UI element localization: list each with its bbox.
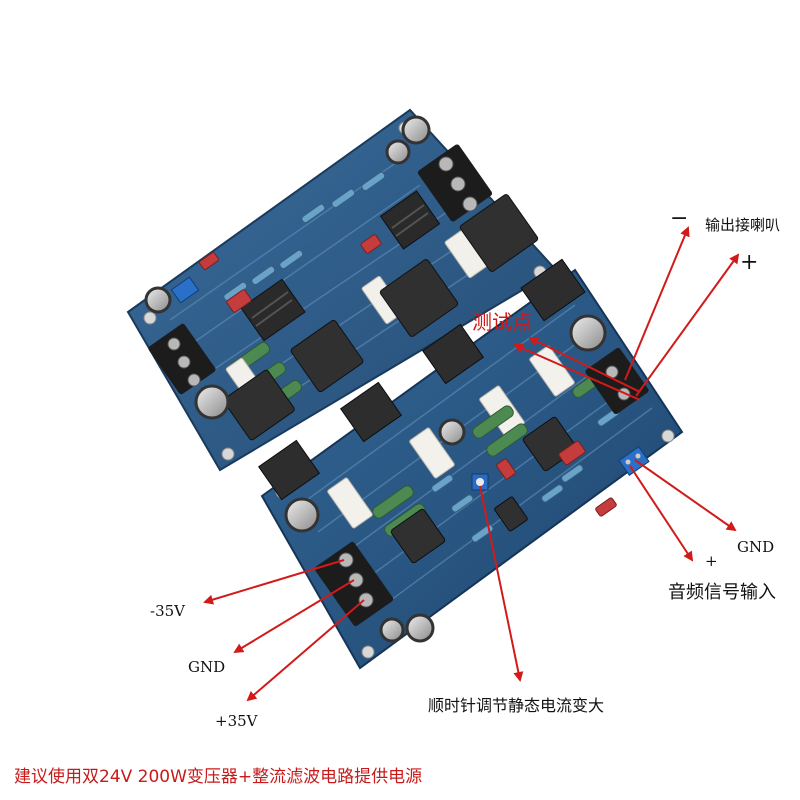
footer-note: 建议使用双24V 200W变压器+整流滤波电路提供电源 bbox=[14, 767, 423, 787]
bias-adjust-label: 顺时针调节静态电流变大 bbox=[428, 696, 605, 715]
neg-supply-label: -35V bbox=[150, 602, 185, 620]
input-plus-label: + bbox=[705, 552, 718, 570]
speaker-minus-label: − bbox=[670, 206, 689, 231]
audio-input-label: 音频信号输入 bbox=[668, 582, 776, 603]
callout-arrows bbox=[203, 226, 740, 702]
amplifier-board-back bbox=[126, 108, 558, 472]
gnd-supply-label: GND bbox=[188, 658, 226, 676]
test-point-label: 测试点 bbox=[472, 310, 532, 334]
speaker-output-label: 输出接喇叭 bbox=[705, 216, 781, 234]
pos-supply-label: +35V bbox=[215, 712, 258, 730]
speaker-plus-label: + bbox=[740, 250, 759, 275]
amplifier-board-front bbox=[257, 258, 684, 670]
input-gnd-label: GND bbox=[737, 538, 775, 556]
